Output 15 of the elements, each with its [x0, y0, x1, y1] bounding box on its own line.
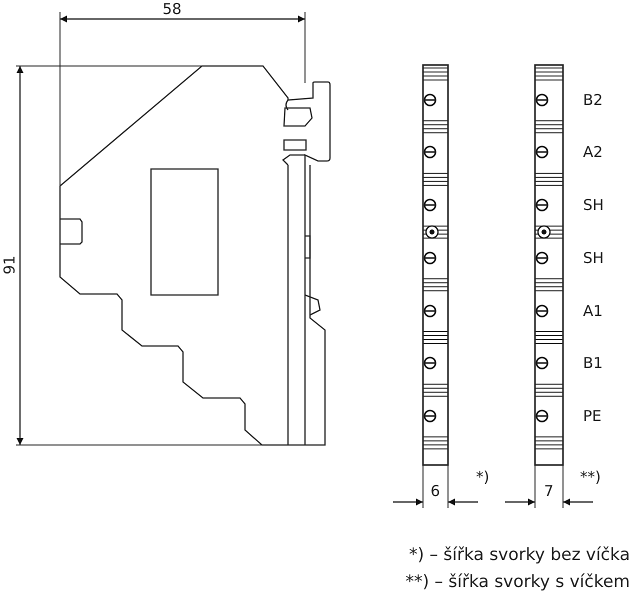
dimension-label: 58	[162, 0, 182, 18]
footnote-mark: *)	[476, 468, 490, 486]
terminal-label: SH	[583, 196, 604, 214]
terminal-label: B1	[583, 354, 603, 372]
dimension-label: 91	[0, 255, 18, 275]
terminal-label: A1	[583, 302, 603, 320]
terminal-label: A2	[583, 143, 603, 161]
terminal-label: B2	[583, 91, 603, 109]
footnote-text: *) – šířka svorky bez víčka	[408, 544, 630, 566]
terminal-label: PE	[583, 407, 602, 425]
footnote-mark: **)	[580, 468, 601, 486]
dimension-label: 6	[430, 482, 440, 500]
footnote-text: **) – šířka svorky s víčkem	[405, 571, 630, 593]
terminal-label: SH	[583, 249, 604, 267]
dimension-label: 7	[544, 482, 554, 500]
